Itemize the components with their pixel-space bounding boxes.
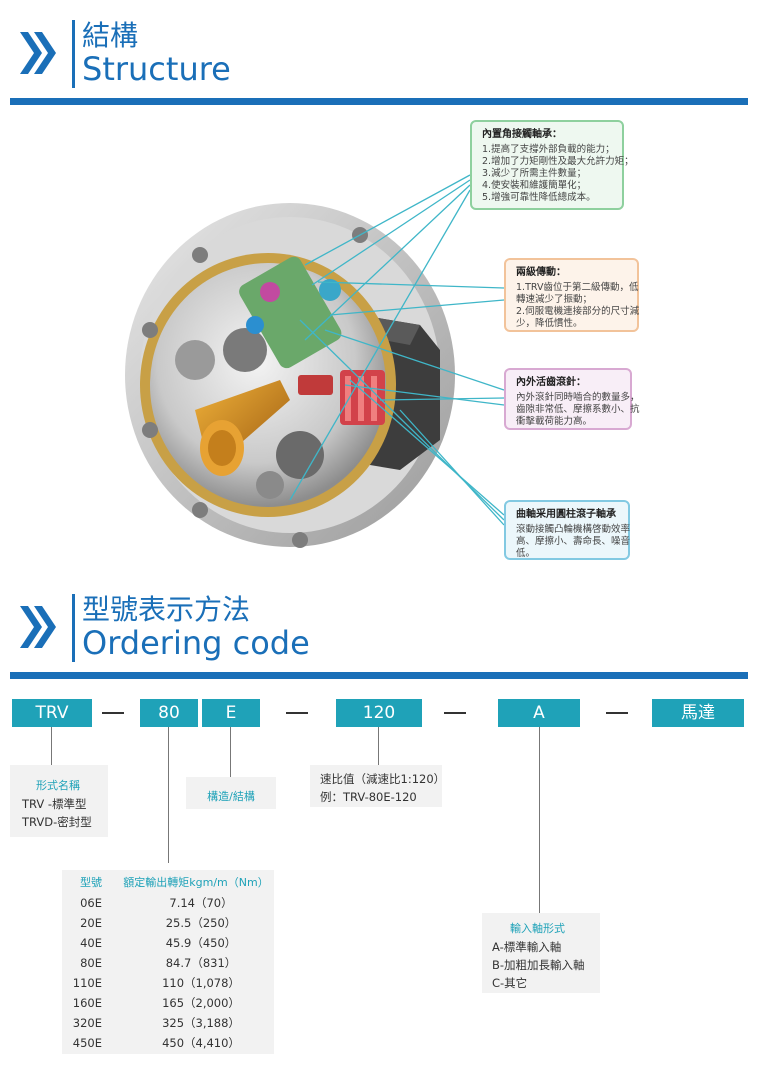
- header-model: 型號: [80, 876, 102, 889]
- form-name-line: TRV -標準型: [22, 797, 87, 811]
- cell-torque: 25.5（250）: [165, 916, 237, 930]
- cell-model: 20E: [80, 916, 102, 930]
- callout-line: 齒隙非常低、摩擦系數小、抗: [516, 404, 640, 415]
- callout-line: 2.伺服電機連接部分的尺寸減: [516, 306, 640, 317]
- code-box-size: 80: [140, 699, 198, 727]
- table-header-row: 型號 額定輸出轉矩kgm/m（Nm）: [62, 873, 274, 893]
- code-dash: [102, 712, 124, 714]
- cell-model: 110E: [72, 976, 102, 990]
- callout-line: 少，降低慣性。: [516, 318, 583, 329]
- cell-torque: 165（2,000）: [162, 996, 240, 1010]
- code-dash: [606, 712, 628, 714]
- code-box-construction: E: [202, 699, 260, 727]
- table-row: 160E 165（2,000）: [62, 993, 274, 1013]
- input-shaft-panel: 輸入軸形式 A-標準輸入軸 B-加粗加長輸入軸 C-其它: [482, 913, 600, 993]
- callout-line: 4.使安裝和維護簡單化；: [482, 180, 587, 191]
- ordering-header: 型號表示方法 Ordering code: [10, 584, 748, 684]
- connector-input: [539, 727, 540, 913]
- construction-title: 構造/結構: [207, 790, 255, 803]
- form-name-line: TRVD-密封型: [22, 815, 92, 829]
- header-torque: 額定輸出轉矩kgm/m（Nm）: [123, 876, 269, 889]
- callout-line: 滾動接觸凸輪機構啓動效率: [516, 524, 631, 535]
- double-chevron-icon: [20, 32, 56, 74]
- input-shaft-line: C-其它: [492, 976, 528, 990]
- table-row: 450E 450（4,410）: [62, 1033, 274, 1053]
- input-shaft-line: A-標準輸入軸: [492, 940, 562, 954]
- ratio-line: 速比值（減速比1:120）: [320, 772, 446, 786]
- ratio-panel: 速比值（減速比1:120） 例：TRV-80E-120: [310, 765, 446, 807]
- header-divider: [72, 20, 75, 88]
- callout-line: 低。: [516, 548, 536, 559]
- cell-torque: 450（4,410）: [162, 1036, 240, 1050]
- cell-model: 450E: [72, 1036, 102, 1050]
- ordering-rule: [10, 672, 748, 679]
- structure-rule: [10, 98, 748, 105]
- cell-torque: 84.7（831）: [165, 956, 237, 970]
- callout-line: 高、摩擦小、壽命長、噪音: [516, 536, 631, 547]
- callout-title: 曲軸采用圓柱滾子軸承: [516, 509, 616, 520]
- structure-title-en: Structure: [82, 50, 231, 88]
- construction-panel: 構造/結構: [186, 777, 276, 809]
- code-box-motor: 馬達: [652, 699, 744, 727]
- code-box-input: A: [498, 699, 580, 727]
- callout-line: 1.提高了支撐外部負載的能力；: [482, 144, 615, 155]
- form-name-title: 形式名稱: [36, 779, 80, 792]
- header-divider: [72, 594, 75, 662]
- structure-header: 結構 Structure: [10, 10, 748, 110]
- code-dash: [286, 712, 308, 714]
- torque-table: 型號 額定輸出轉矩kgm/m（Nm） 06E 7.14（70） 20E 25.5…: [62, 870, 274, 1054]
- callout-leader-lines: [289, 174, 505, 526]
- callout-line: 衝擊載荷能力高。: [516, 416, 593, 427]
- form-name-panel: 形式名稱 TRV -標準型 TRVD-密封型: [10, 765, 108, 837]
- cell-model: 320E: [72, 1016, 102, 1030]
- callout-angular-bearing: 內置角接觸軸承： 1.提高了支撐外部負載的能力； 2.增加了力矩剛性及最大允許力…: [470, 120, 634, 210]
- ordering-title-cn: 型號表示方法: [82, 593, 251, 626]
- callout-line: 轉速減少了振動；: [516, 294, 593, 305]
- ordering-title-en: Ordering code: [82, 624, 310, 662]
- callout-line: 內外滾針同時嚙合的數量多，: [516, 392, 640, 403]
- callout-roller-bearing: 曲軸采用圓柱滾子軸承 滾動接觸凸輪機構啓動效率 高、摩擦小、壽命長、噪音 低。: [504, 500, 630, 560]
- callout-needle-rollers: 內外活齒滾針： 內外滾針同時嚙合的數量多， 齒隙非常低、摩擦系數小、抗 衝擊載荷…: [504, 368, 640, 430]
- connector-ratio: [378, 727, 379, 765]
- cell-model: 80E: [80, 956, 102, 970]
- callout-title: 內外活齒滾針：: [516, 377, 586, 388]
- cell-torque: 7.14（70）: [169, 896, 233, 910]
- table-row: 80E 84.7（831）: [62, 953, 274, 973]
- callout-line: 5.增強可靠性降低總成本。: [482, 192, 596, 203]
- callout-line: 2.增加了力矩剛性及最大允許力矩；: [482, 156, 634, 167]
- input-shaft-line: B-加粗加長輸入軸: [492, 958, 585, 972]
- table-row: 110E 110（1,078）: [62, 973, 274, 993]
- double-chevron-icon: [20, 606, 56, 648]
- structure-title-cn: 結構: [82, 19, 139, 52]
- ratio-line: 例：TRV-80E-120: [320, 790, 417, 804]
- reducer-cutaway-illustration: [125, 174, 505, 548]
- code-box-series: TRV: [12, 699, 92, 727]
- callout-title: 內置角接觸軸承：: [482, 129, 562, 140]
- cell-torque: 45.9（450）: [165, 936, 237, 950]
- cell-model: 160E: [72, 996, 102, 1010]
- callout-title: 兩級傳動：: [516, 267, 566, 278]
- callout-two-stage: 兩級傳動： 1.TRV齒位于第二級傳動，低 轉速減少了振動； 2.伺服電機連接部…: [504, 258, 639, 332]
- table-row: 20E 25.5（250）: [62, 913, 274, 933]
- connector-size: [168, 727, 169, 863]
- table-row: 06E 7.14（70）: [62, 893, 274, 913]
- connector-series: [51, 727, 52, 765]
- code-box-ratio: 120: [336, 699, 422, 727]
- callout-line: 1.TRV齒位于第二級傳動，低: [516, 282, 639, 293]
- table-row: 320E 325（3,188）: [62, 1013, 274, 1033]
- cell-model: 40E: [80, 936, 102, 950]
- callout-line: 3.減少了所需主件數量；: [482, 168, 587, 179]
- connector-construction: [230, 727, 231, 777]
- cell-torque: 325（3,188）: [162, 1016, 240, 1030]
- code-dash: [444, 712, 466, 714]
- table-row: 40E 45.9（450）: [62, 933, 274, 953]
- input-shaft-title: 輸入軸形式: [510, 922, 565, 935]
- cell-model: 06E: [80, 896, 102, 910]
- reducer-body: [125, 203, 455, 548]
- cell-torque: 110（1,078）: [162, 976, 240, 990]
